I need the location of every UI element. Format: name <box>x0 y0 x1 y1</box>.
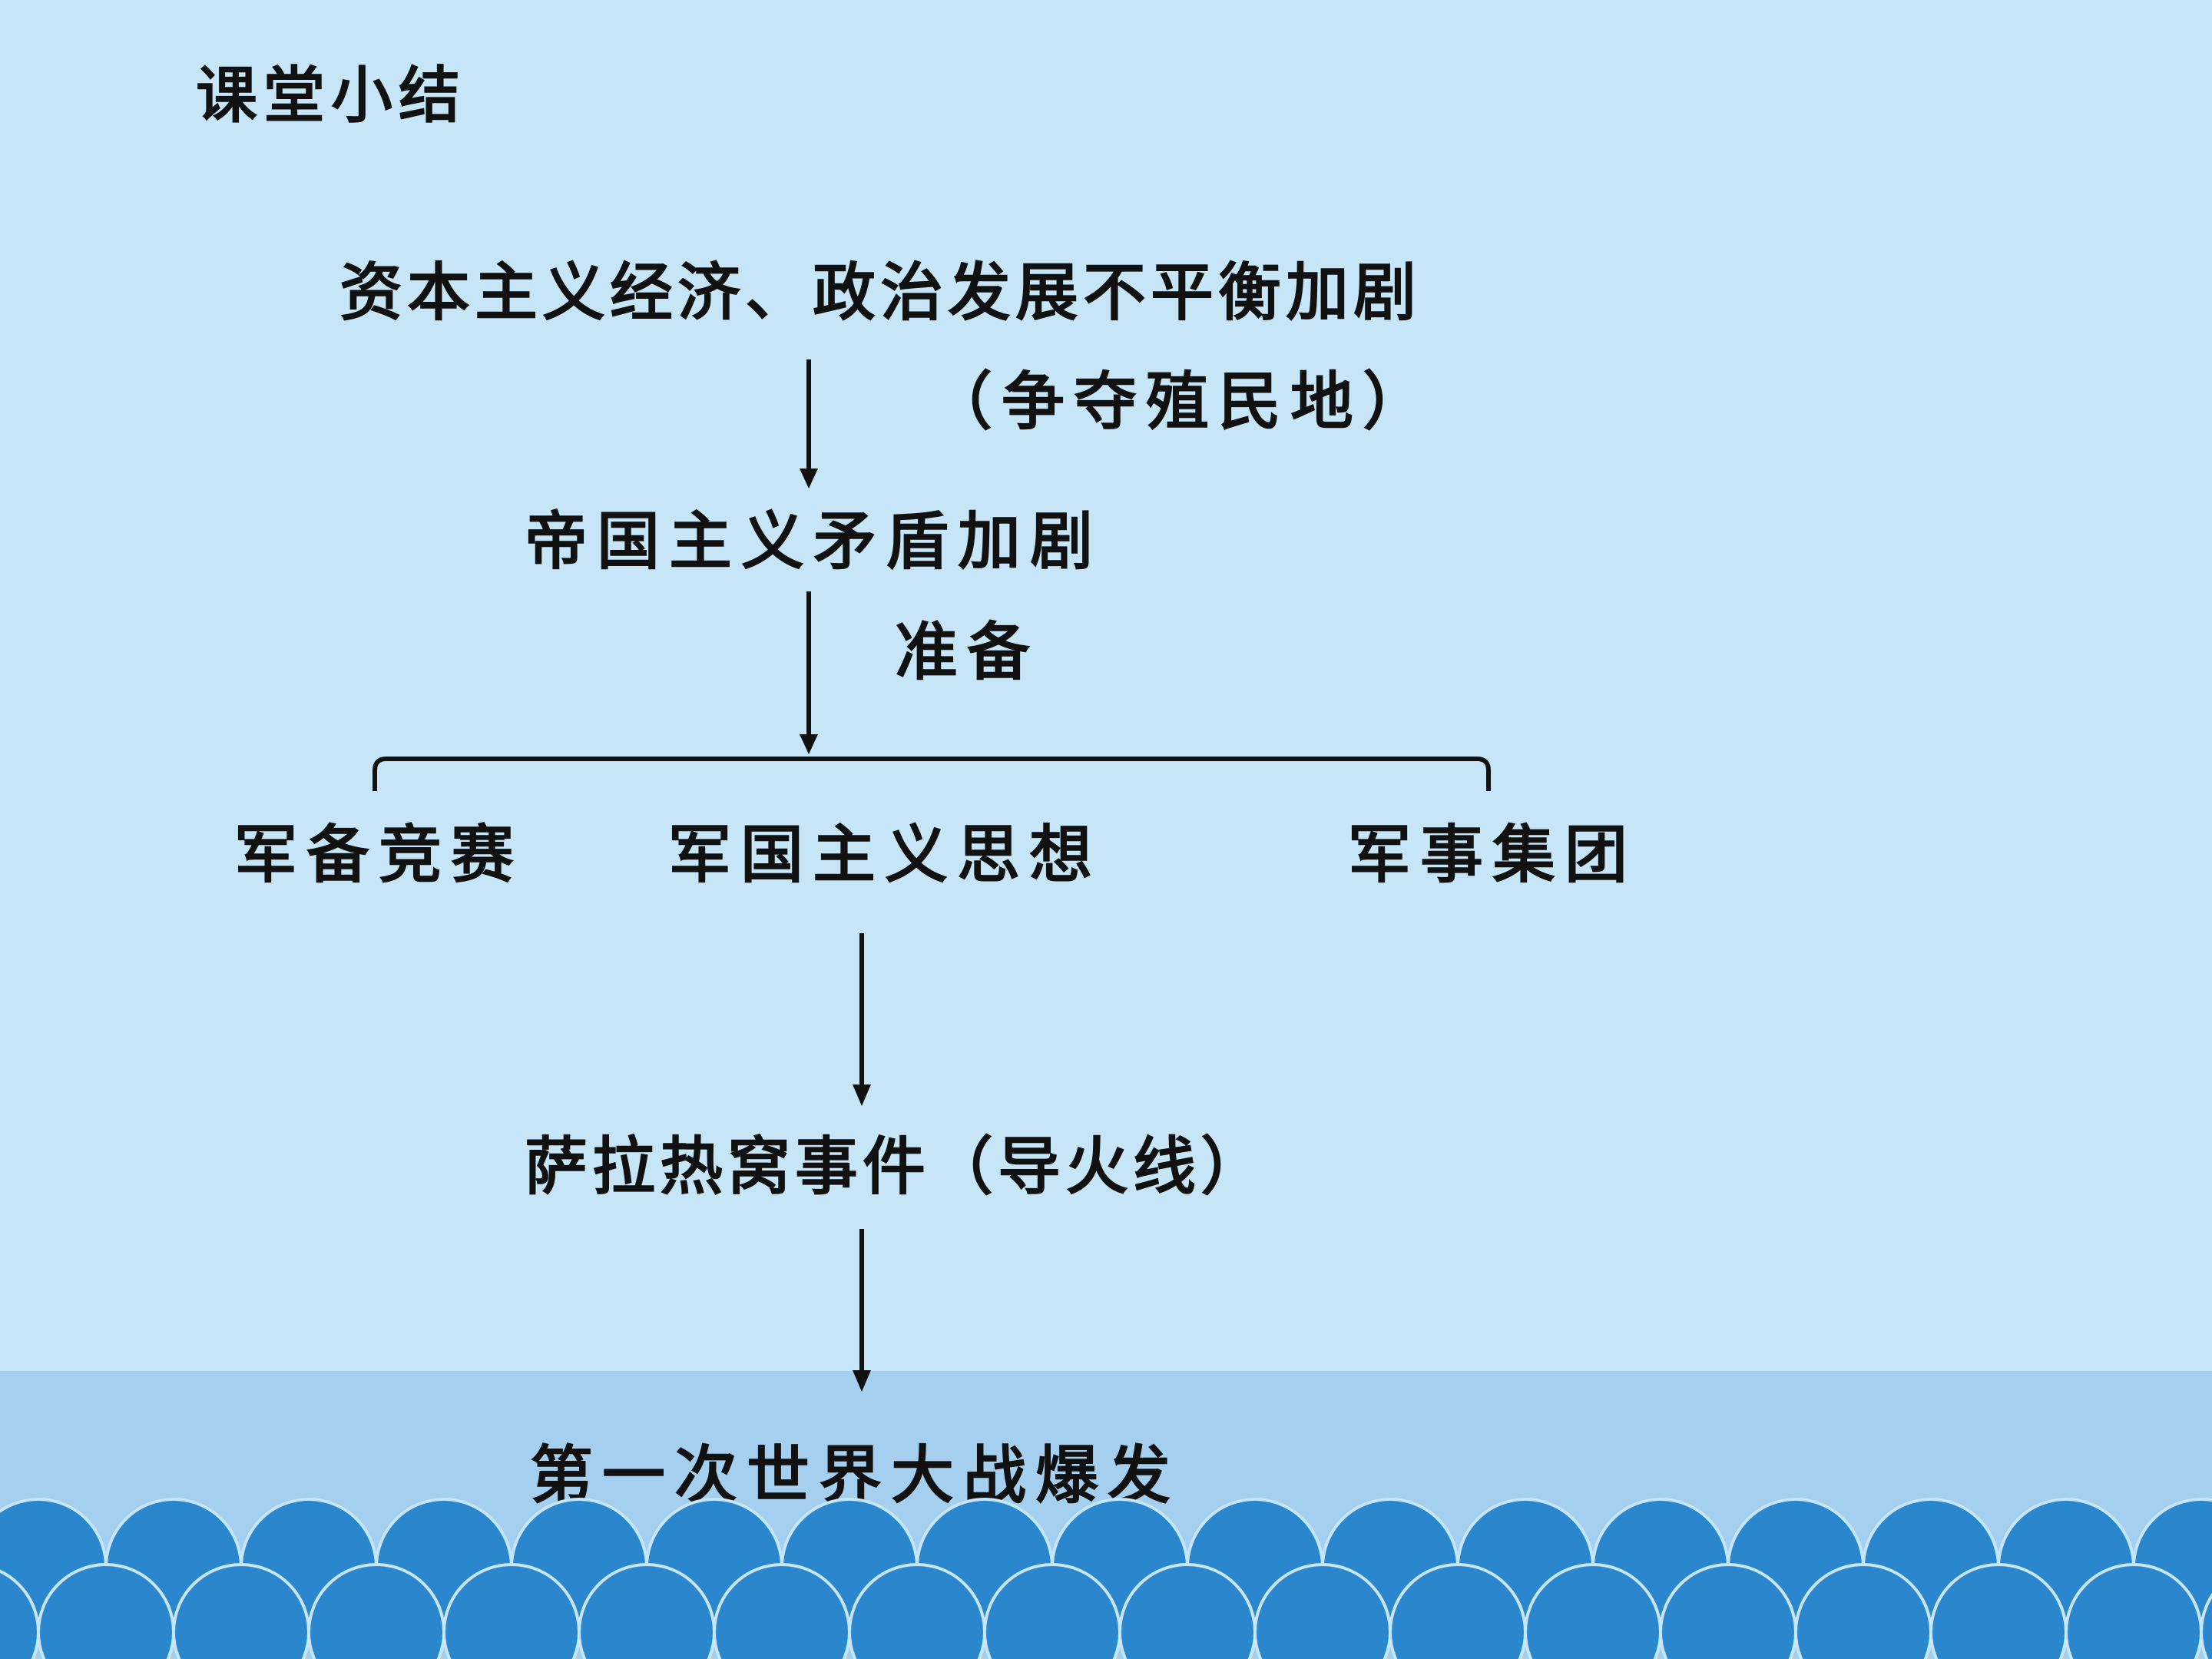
branch-militarism: 军国主义思想 <box>668 818 1102 892</box>
node-imperial-contradictions: 帝国主义矛盾加剧 <box>525 505 1103 578</box>
edge-note-preparation: 准备 <box>895 615 1040 689</box>
wave-scallop <box>2200 1592 2212 1659</box>
slide-title: 课堂小结 <box>196 59 466 131</box>
branch-arms-race: 军备竞赛 <box>234 818 524 892</box>
arrowhead-root-to-imperial <box>800 469 818 488</box>
node-root-cause: 资本主义经济、政治发展不平衡加剧 <box>339 256 1422 329</box>
arrowhead-trigger-to-outcome <box>853 1370 871 1392</box>
branch-military-blocs: 军事集团 <box>1348 818 1637 892</box>
arrowhead-branches-to-trigger <box>853 1084 871 1106</box>
edge-note-colonies: （争夺殖民地） <box>929 365 1435 439</box>
branch-bracket <box>373 757 1491 791</box>
arrowhead-imperial-to-branches <box>800 734 818 754</box>
node-sarajevo-incident: 萨拉热窝事件（导火线） <box>525 1130 1269 1204</box>
node-ww1-outbreak: 第一次世界大战爆发 <box>530 1439 1181 1512</box>
